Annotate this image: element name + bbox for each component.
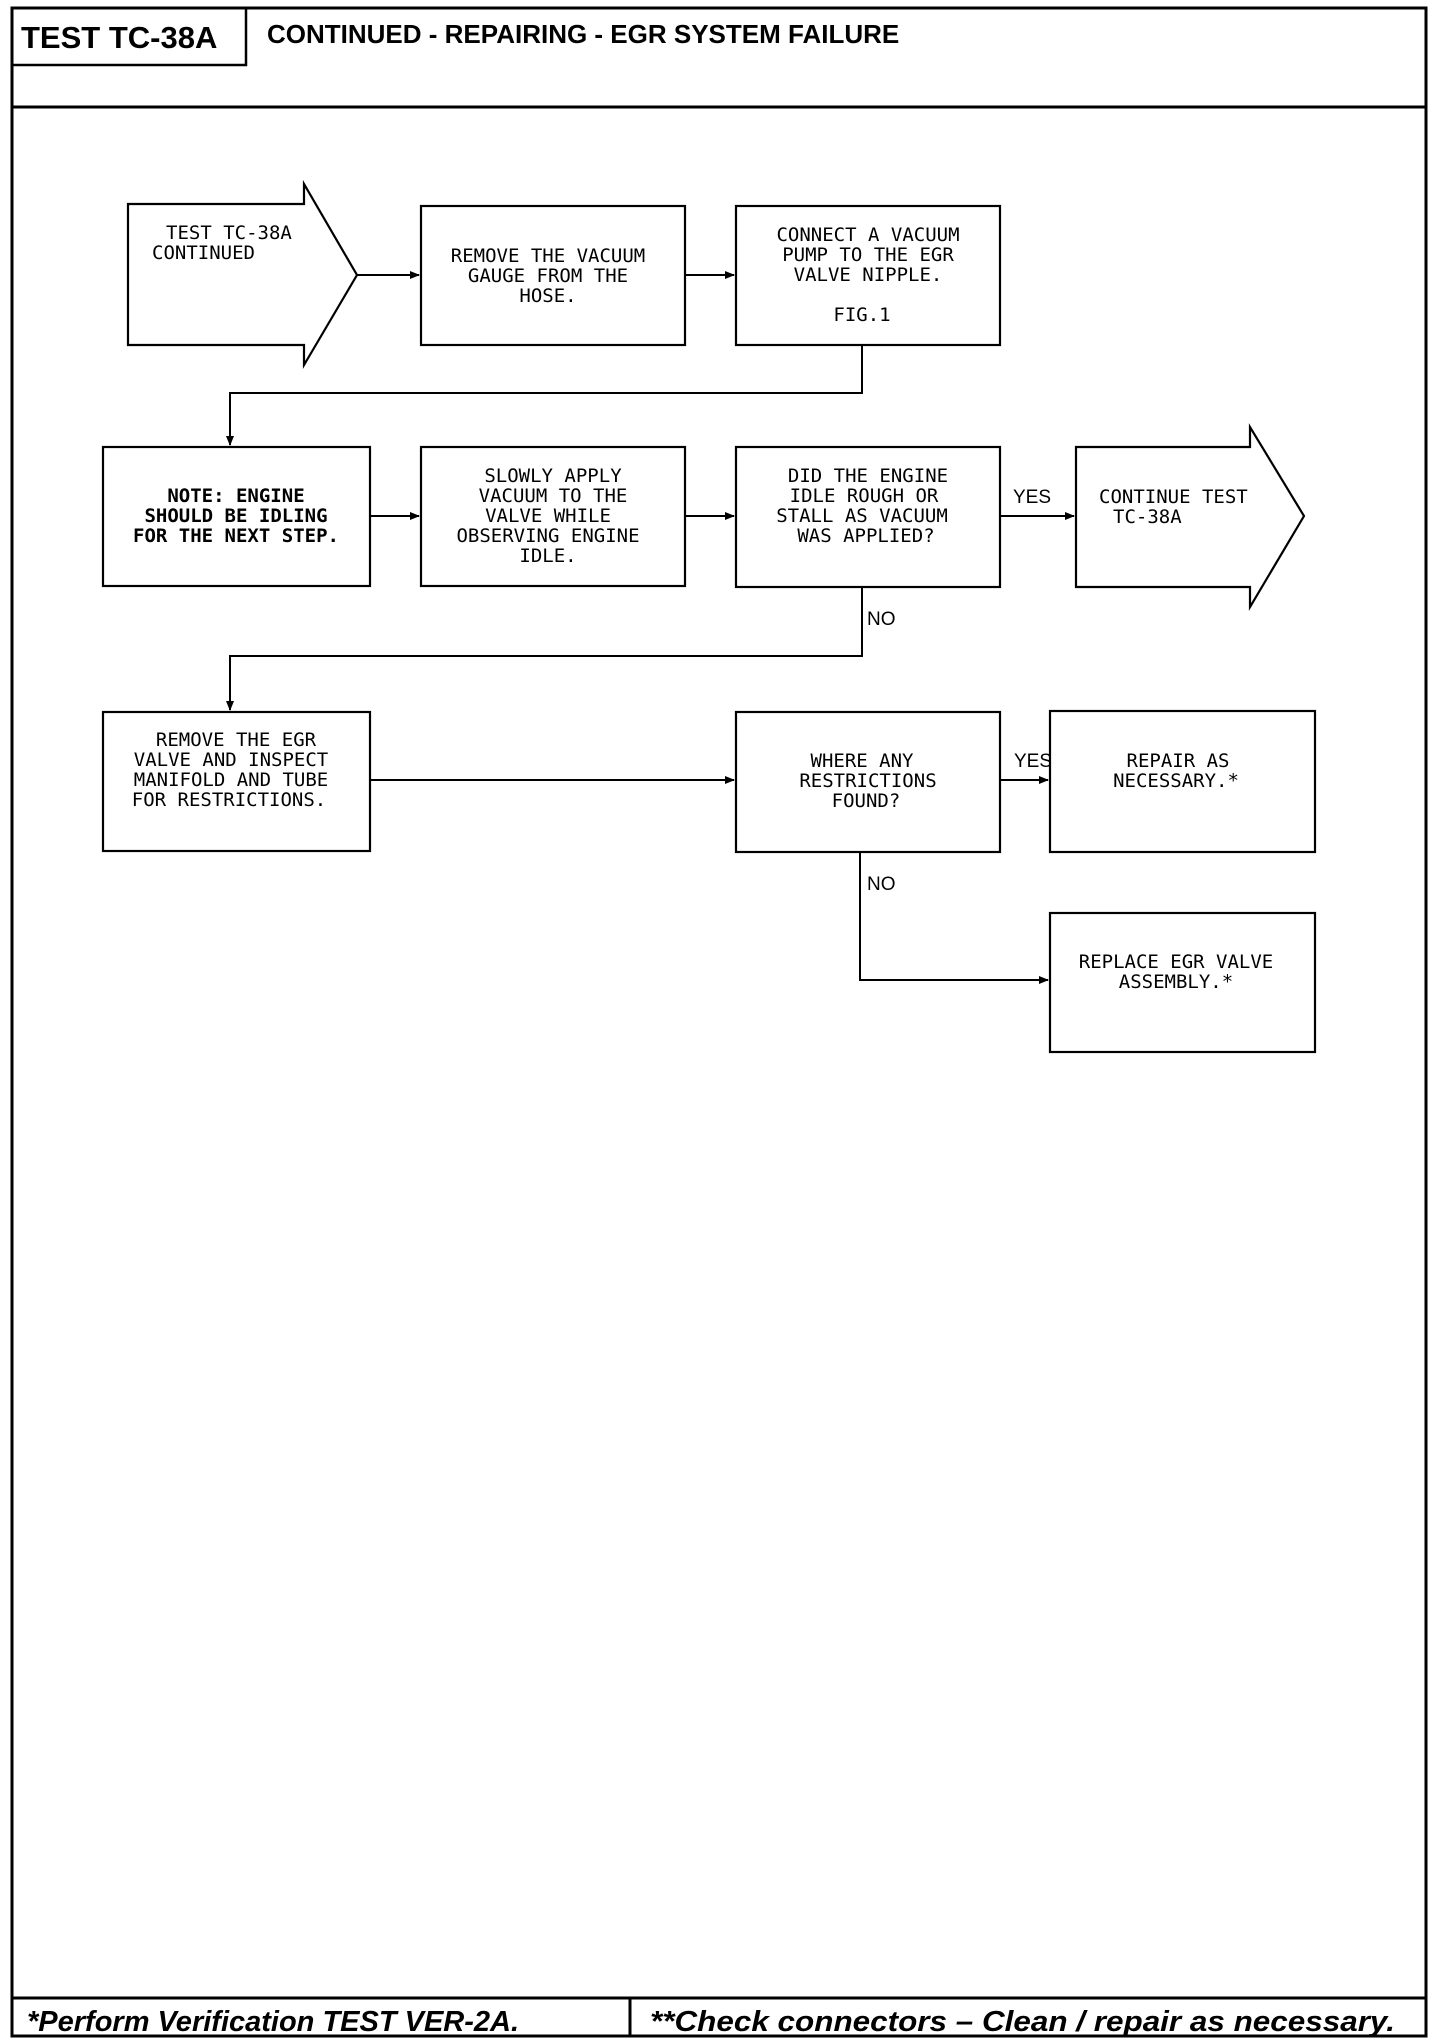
start-line-1: TEST TC-38A (166, 222, 292, 244)
replace-valve-line-2: ASSEMBLY.* (1119, 971, 1233, 993)
continue-test-line-2: TC-38A (1113, 506, 1182, 528)
connect-pump-box (734, 204, 1002, 347)
decision-restrictions-line-3: FOUND? (832, 790, 901, 812)
continue-test-line-1: CONTINUE TEST (1099, 486, 1248, 508)
apply-vacuum-box (419, 445, 687, 588)
remove-gauge-line-1: REMOVE THE VACUUM (451, 245, 645, 267)
decision-restrictions-line-2: RESTRICTIONS (799, 770, 936, 792)
page-border (10, 6, 1428, 2038)
test-id: TEST TC-38A (21, 20, 217, 55)
repair-line-1: REPAIR AS (1127, 750, 1230, 772)
decision-restrictions-box (734, 710, 1002, 854)
continue-test-arrow-shape (1074, 423, 1306, 612)
remove-gauge-node: REMOVE THE VACUUM GAUGE FROM THE HOSE. (419, 204, 687, 347)
apply-vacuum-line-2: VACUUM TO THE (479, 485, 628, 507)
remove-valve-node: REMOVE THE EGR VALVE AND INSPECT MANIFOL… (101, 710, 372, 853)
start-arrow-node: TEST TC-38A CONTINUED (126, 179, 359, 370)
continue-test-node: CONTINUE TEST TC-38A (1074, 423, 1306, 612)
apply-vacuum-line-3: VALVE WHILE (485, 505, 611, 527)
yes-label-idle: YES (1013, 487, 1051, 508)
replace-valve-line-1: REPLACE EGR VALVE (1079, 951, 1273, 973)
apply-vacuum-line-1: SLOWLY APPLY (484, 465, 622, 487)
repair-node: REPAIR AS NECESSARY.* (1048, 709, 1317, 854)
decision-idle-line-4: WAS APPLIED? (797, 525, 934, 547)
arrow-decision-no-to-remove-valve (226, 587, 863, 711)
note-idle-line-2: SHOULD BE IDLING (144, 505, 327, 527)
remove-valve-box (101, 710, 372, 853)
decision-idle-node: DID THE ENGINE IDLE ROUGH OR STALL AS VA… (734, 445, 1002, 589)
note-idle-line-1: NOTE: ENGINE (167, 485, 304, 507)
connect-pump-line-2: PUMP TO THE EGR (782, 244, 954, 266)
connect-pump-node: CONNECT A VACUUM PUMP TO THE EGR VALVE N… (734, 204, 1002, 347)
remove-gauge-line-2: GAUGE FROM THE (468, 265, 628, 287)
decision-restrictions-line-1: WHERE ANY (811, 750, 915, 772)
repair-box (1048, 709, 1317, 854)
remove-valve-line-4: FOR RESTRICTIONS. (132, 789, 326, 811)
footer-verification-note: *Perform Verification TEST VER-2A. (27, 2006, 519, 2038)
decision-idle-box (734, 445, 1002, 589)
yes-label-restrictions: YES (1014, 751, 1052, 772)
decision-idle-line-1: DID THE ENGINE (788, 465, 948, 487)
note-idle-node: NOTE: ENGINE SHOULD BE IDLING FOR THE NE… (101, 445, 372, 588)
remove-valve-line-2: VALVE AND INSPECT (134, 749, 328, 771)
start-line-2: CONTINUED (152, 242, 255, 264)
apply-vacuum-line-5: IDLE. (519, 545, 576, 567)
start-arrow-shape (126, 179, 359, 370)
footer-connectors-note: **Check connectors – Clean / repair as n… (650, 2006, 1395, 2038)
connect-pump-line-3: VALVE NIPPLE. (794, 264, 943, 286)
test-id-box (10, 6, 248, 67)
decision-idle-line-2: IDLE ROUGH OR (790, 485, 939, 507)
connect-pump-line-1: CONNECT A VACUUM (776, 224, 959, 246)
replace-valve-box (1048, 911, 1317, 1054)
remove-gauge-line-3: HOSE. (519, 285, 576, 307)
decision-restrictions-node: WHERE ANY RESTRICTIONS FOUND? (734, 710, 1002, 854)
header: TEST TC-38A CONTINUED - REPAIRING - EGR … (10, 6, 1426, 109)
apply-vacuum-line-4: OBSERVING ENGINE (456, 525, 639, 547)
decision-idle-line-3: STALL AS VACUUM (776, 505, 948, 527)
no-label-restrictions: NO (867, 874, 896, 895)
apply-vacuum-node: SLOWLY APPLY VACUUM TO THE VALVE WHILE O… (419, 445, 687, 588)
remove-valve-line-1: REMOVE THE EGR (156, 729, 317, 751)
no-label-idle: NO (867, 609, 896, 630)
arrow-restrictions-no-to-replace (859, 852, 1049, 984)
arrow-connect-pump-to-note (226, 345, 863, 446)
connectors (226, 271, 1075, 984)
repair-line-2: NECESSARY.* (1113, 770, 1239, 792)
note-idle-line-3: FOR THE NEXT STEP. (133, 525, 339, 547)
replace-valve-node: REPLACE EGR VALVE ASSEMBLY.* (1048, 911, 1317, 1054)
remove-valve-line-3: MANIFOLD AND TUBE (134, 769, 328, 791)
connect-pump-figure-ref: FIG.1 (833, 304, 890, 326)
footer: *Perform Verification TEST VER-2A. **Che… (12, 1996, 1426, 2038)
page-title: CONTINUED - REPAIRING - EGR SYSTEM FAILU… (267, 19, 899, 49)
note-idle-box (101, 445, 372, 588)
remove-gauge-box (419, 204, 687, 347)
